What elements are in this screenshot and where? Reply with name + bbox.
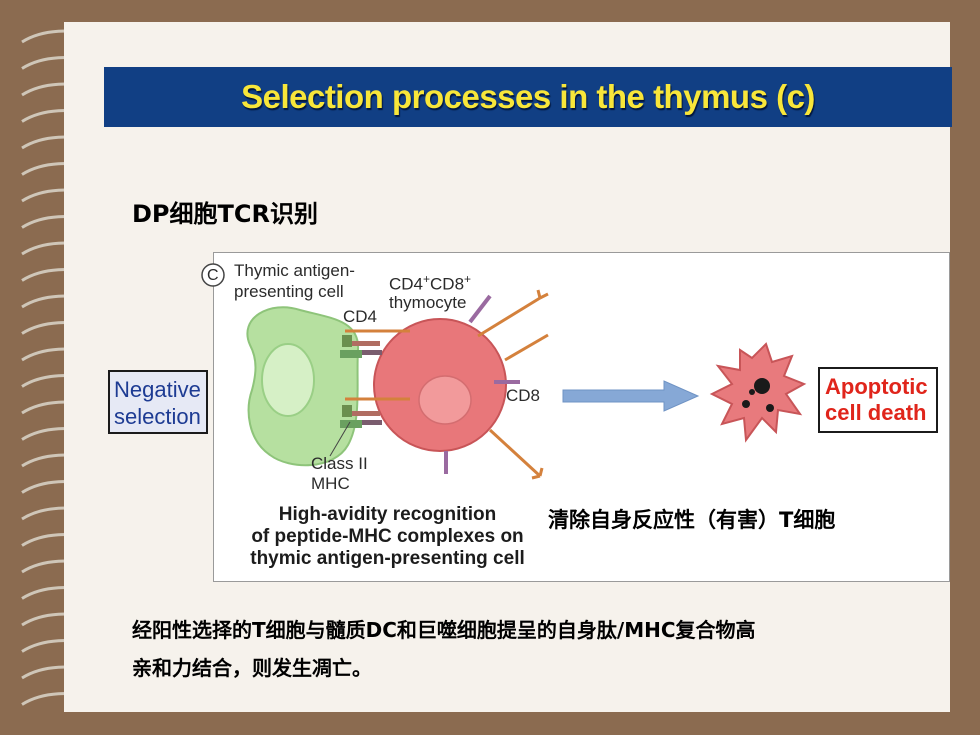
thymocyte-label-line2: thymocyte — [389, 293, 467, 312]
section-heading: DP细胞TCR识别 — [132, 200, 318, 228]
chinese-side-note: 清除自身反应性（有害）T细胞 — [548, 508, 836, 532]
caption-line1: High-avidity recognition — [278, 504, 497, 525]
class2-label-line1: Class II — [311, 454, 368, 473]
apoptotic-line1: Apoptotic — [825, 374, 928, 399]
thymocyte-cd8: CD8 — [430, 274, 465, 294]
negative-selection-box: Negative selection — [108, 370, 208, 434]
caption-line3: thymic antigen-presenting cell — [250, 548, 525, 569]
thymocyte-cd4: CD4 — [389, 274, 424, 294]
chinese-bottom-line1: 经阳性选择的T细胞与髓质DC和巨噬细胞提呈的自身肽/MHC复合物高 — [132, 618, 756, 642]
apc-label-line1: Thymic antigen- — [234, 261, 355, 280]
caption-line2: of peptide-MHC complexes on — [251, 526, 524, 547]
cd4-label: CD4 — [343, 307, 378, 326]
panel-letter: C — [207, 267, 219, 284]
cd8-label: CD8 — [506, 386, 541, 405]
title-bar: Selection processes in the thymus (c) — [104, 67, 952, 127]
thymocyte-sup-2: + — [464, 272, 472, 286]
thymocyte-sup-1: + — [423, 272, 431, 286]
apc-label-line2: presenting cell — [234, 282, 344, 301]
slide-title: Selection processes in the thymus (c) — [241, 78, 815, 115]
diagram-caption: High-avidity recognition of peptide-MHC … — [230, 504, 545, 570]
negative-selection-line2: selection — [114, 404, 201, 429]
class2-label-line2: MHC — [311, 474, 350, 493]
chinese-bottom-line2: 亲和力结合，则发生凋亡。 — [132, 656, 372, 680]
thymocyte-label-line1: CD4+CD8+ — [389, 270, 471, 294]
negative-selection-line1: Negative — [114, 377, 201, 402]
apoptotic-line2: cell death — [825, 400, 927, 425]
apoptotic-box: Apoptotic cell death — [818, 367, 938, 433]
